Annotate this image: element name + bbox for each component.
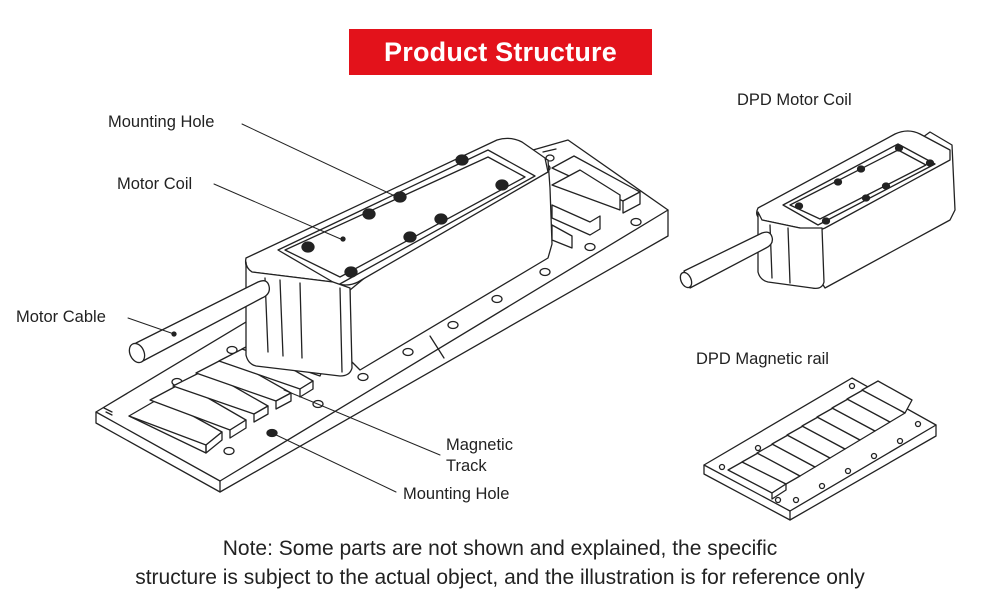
coil-mounting-holes	[301, 154, 509, 278]
footnote-line-2: structure is subject to the actual objec…	[135, 566, 865, 589]
label-dpd-magnetic-rail: DPD Magnetic rail	[696, 350, 829, 368]
dpd-rail-magnets	[727, 380, 913, 500]
footnote-line-1: Note: Some parts are not shown and expla…	[222, 537, 778, 560]
motor-cable	[128, 280, 270, 364]
label-dpd-motor-coil: DPD Motor Coil	[737, 91, 852, 109]
leader-motor-coil	[213, 183, 344, 241]
main-assembly	[95, 137, 669, 493]
footnote: Note: Some parts are not shown and expla…	[0, 534, 1000, 592]
label-mounting-hole-bottom: Mounting Hole	[403, 485, 510, 503]
leader-motor-cable	[127, 317, 175, 335]
page-title: Product Structure	[349, 29, 652, 75]
label-magnetic-track-line1: Magnetic	[446, 436, 513, 454]
dpd-coil-holes	[794, 144, 935, 225]
leader-lines	[127, 123, 441, 493]
leader-magnetic-track	[283, 389, 441, 456]
dpd-magnetic-rail-illustration	[703, 377, 937, 521]
label-motor-cable: Motor Cable	[16, 308, 106, 326]
leader-mounting-hole-bottom	[271, 432, 397, 493]
dpd-rail-holes	[718, 382, 922, 504]
magnet-bars-right	[551, 155, 641, 249]
label-mounting-hole-top: Mounting Hole	[108, 113, 215, 131]
dpd-motor-coil-illustration	[679, 130, 956, 290]
leader-mounting-hole-top	[241, 123, 398, 198]
motor-coil-block	[244, 137, 553, 377]
label-motor-coil: Motor Coil	[117, 175, 193, 193]
label-magnetic-track-line2: Track	[446, 457, 487, 475]
